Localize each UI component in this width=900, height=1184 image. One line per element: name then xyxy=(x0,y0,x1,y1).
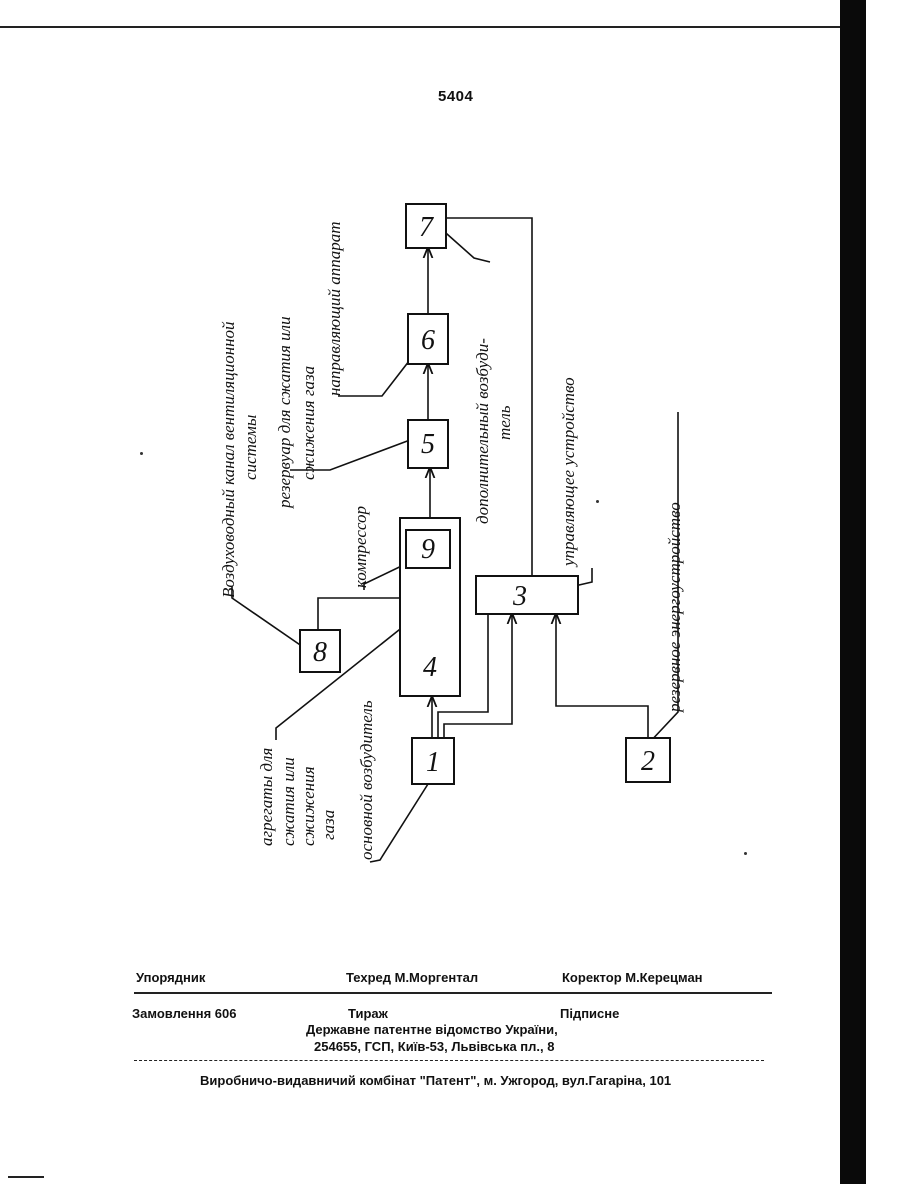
block-9-label: 9 xyxy=(421,534,435,565)
label-aggregate: агрегаты для xyxy=(257,748,276,846)
footer-office: Державне патентне відомство України, xyxy=(306,1022,558,1037)
leader-main-motor xyxy=(370,784,428,862)
leader-gas-direction xyxy=(338,352,416,396)
block-8: 8 xyxy=(300,630,340,672)
label-reserve: резервное энергоустройство xyxy=(665,502,684,713)
footer-compiler: Упорядник xyxy=(136,970,205,985)
leader-aggregate xyxy=(276,618,414,740)
label-air-channel: Воздуховодный канал вентиляционной xyxy=(219,321,238,598)
block-8-label: 8 xyxy=(313,637,327,668)
block-2: 2 xyxy=(626,738,670,782)
block-5-label: 5 xyxy=(421,429,435,460)
footer-circulation: Тираж xyxy=(348,1006,388,1021)
block-1-label: 1 xyxy=(426,747,440,778)
block-3-label: 3 xyxy=(512,581,527,612)
label-main-motor: основной возбудитель xyxy=(357,700,376,860)
footer-printer: Виробничо-видавничий комбінат "Патент", … xyxy=(200,1073,671,1088)
label-control: управляющее устройство xyxy=(559,377,578,568)
label-aggregate-3: сжижения xyxy=(299,766,318,846)
footer-address: 254655, ГСП, Київ-53, Львівська пл., 8 xyxy=(314,1039,554,1054)
label-aggregate-4: газа xyxy=(319,810,338,840)
footer-techred: Техред М.Моргентал xyxy=(346,970,478,985)
scan-mark xyxy=(8,1176,44,1178)
scan-speck xyxy=(140,452,143,455)
connector-2-to-3 xyxy=(556,614,648,738)
footer-rule-1 xyxy=(134,992,772,994)
block-7-label: 7 xyxy=(419,212,434,243)
label-tank: резервуар для сжатия или xyxy=(275,316,294,509)
label-extra-motor-2: тель xyxy=(495,405,514,440)
block-7: 7 xyxy=(406,204,446,248)
block-3: 3 xyxy=(476,576,578,614)
block-1: 1 xyxy=(412,738,454,784)
label-aggregate-2: сжатия или xyxy=(279,757,298,846)
scan-speck xyxy=(744,852,747,855)
block-5: 5 xyxy=(408,420,448,468)
block-9: 9 xyxy=(406,530,450,568)
label-air-channel-2: системы xyxy=(241,415,260,480)
block-4-label: 4 xyxy=(423,652,437,683)
block-2-label: 2 xyxy=(641,746,655,777)
footer-subscription: Підписне xyxy=(560,1006,619,1021)
label-tank-2: сжижения газа xyxy=(299,366,318,480)
scan-speck xyxy=(596,500,599,503)
block-6-label: 6 xyxy=(421,325,435,356)
block-6: 6 xyxy=(408,314,448,364)
footer-rule-2 xyxy=(134,1060,764,1063)
label-extra-motor: дополнительный возбуди- xyxy=(473,338,492,524)
footer-order: Замовлення 606 xyxy=(132,1006,237,1021)
footer-corrector: Коректор М.Керецман xyxy=(562,970,703,985)
label-compressor: компрессор xyxy=(351,506,370,588)
label-gas-direction: направляющий аппарат xyxy=(325,222,344,396)
